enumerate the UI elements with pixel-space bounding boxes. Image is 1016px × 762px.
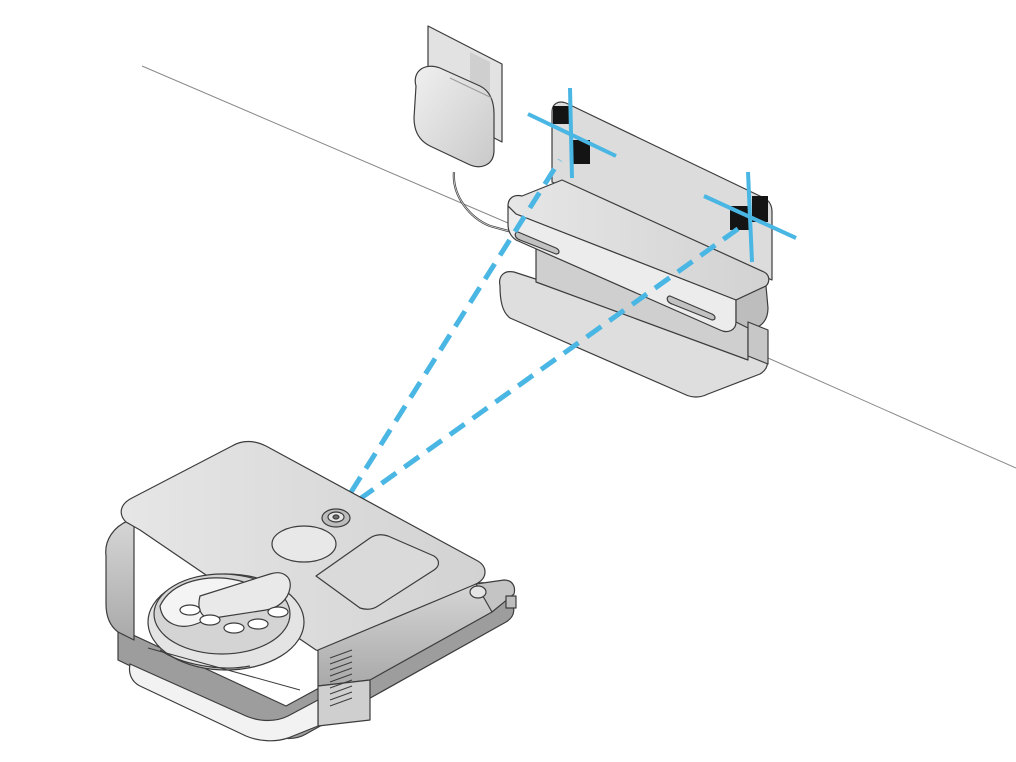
camera-lens-icon: [321, 508, 351, 528]
top-button: [271, 525, 337, 563]
display-panel: [315, 534, 440, 610]
vent-grille: [329, 649, 353, 707]
target-marker-left: [527, 87, 617, 179]
target-marker-right: [703, 171, 797, 263]
wall-floor-line: [141, 65, 1016, 469]
camera-sightlines: [333, 158, 744, 519]
charging-dock-icon: [499, 101, 773, 398]
robot-vacuum-icon: [105, 440, 517, 742]
dust-bin: [147, 572, 305, 691]
power-adapter-icon: [413, 25, 513, 234]
